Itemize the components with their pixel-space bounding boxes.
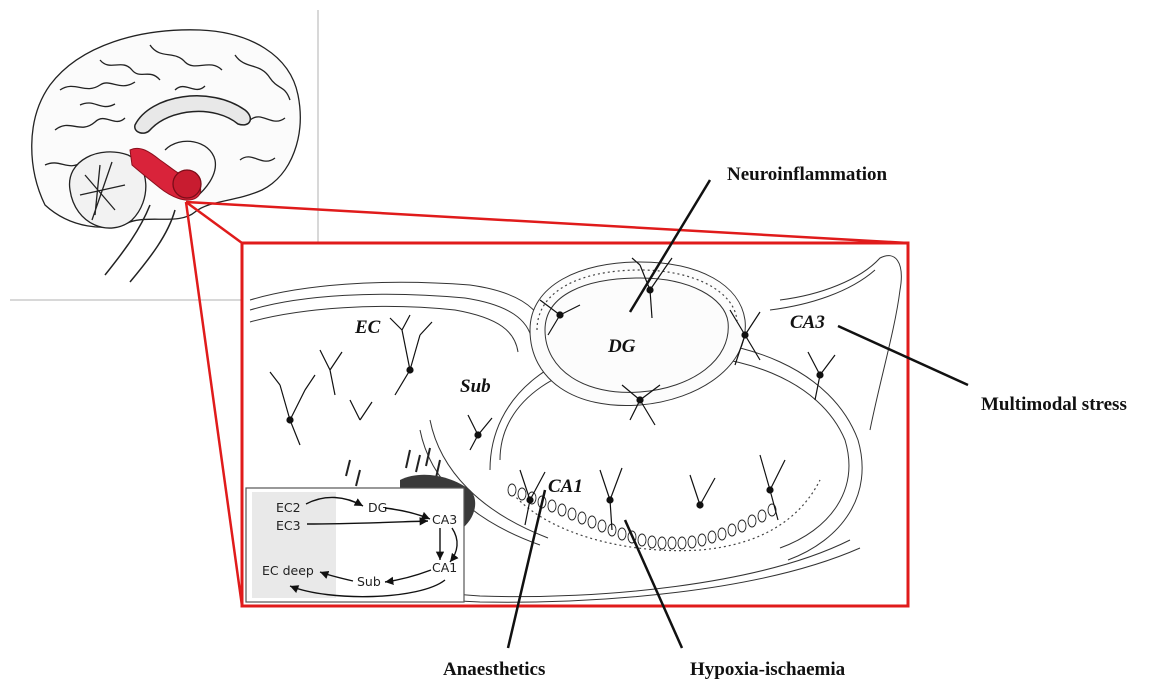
callout-neuroinflammation: Neuroinflammation <box>727 164 887 186</box>
region-label-dg: DG <box>607 336 636 357</box>
inset-node-dg: DG <box>368 500 387 515</box>
region-label-ec: EC <box>354 317 381 338</box>
region-label-ca3: CA3 <box>790 312 825 333</box>
region-label-sub: Sub <box>460 376 491 397</box>
callout-hypoxia-ischaemia: Hypoxia-ischaemia <box>690 659 845 681</box>
inset-node-ca3: CA3 <box>432 512 457 527</box>
inset-node-sub: Sub <box>357 574 381 589</box>
inset-node-ec3: EC3 <box>276 518 301 533</box>
callout-anaesthetics: Anaesthetics <box>443 659 545 681</box>
inset-node-ca1: CA1 <box>432 560 457 575</box>
inset-node-ec-deep: EC deep <box>262 563 314 578</box>
inset-node-ec2: EC2 <box>276 500 301 515</box>
callout-multimodal-stress: Multimodal stress <box>981 394 1127 416</box>
circuit-inset: EC2 EC3 DG CA3 CA1 Sub EC deep <box>246 488 464 602</box>
region-label-ca1: CA1 <box>548 476 583 497</box>
